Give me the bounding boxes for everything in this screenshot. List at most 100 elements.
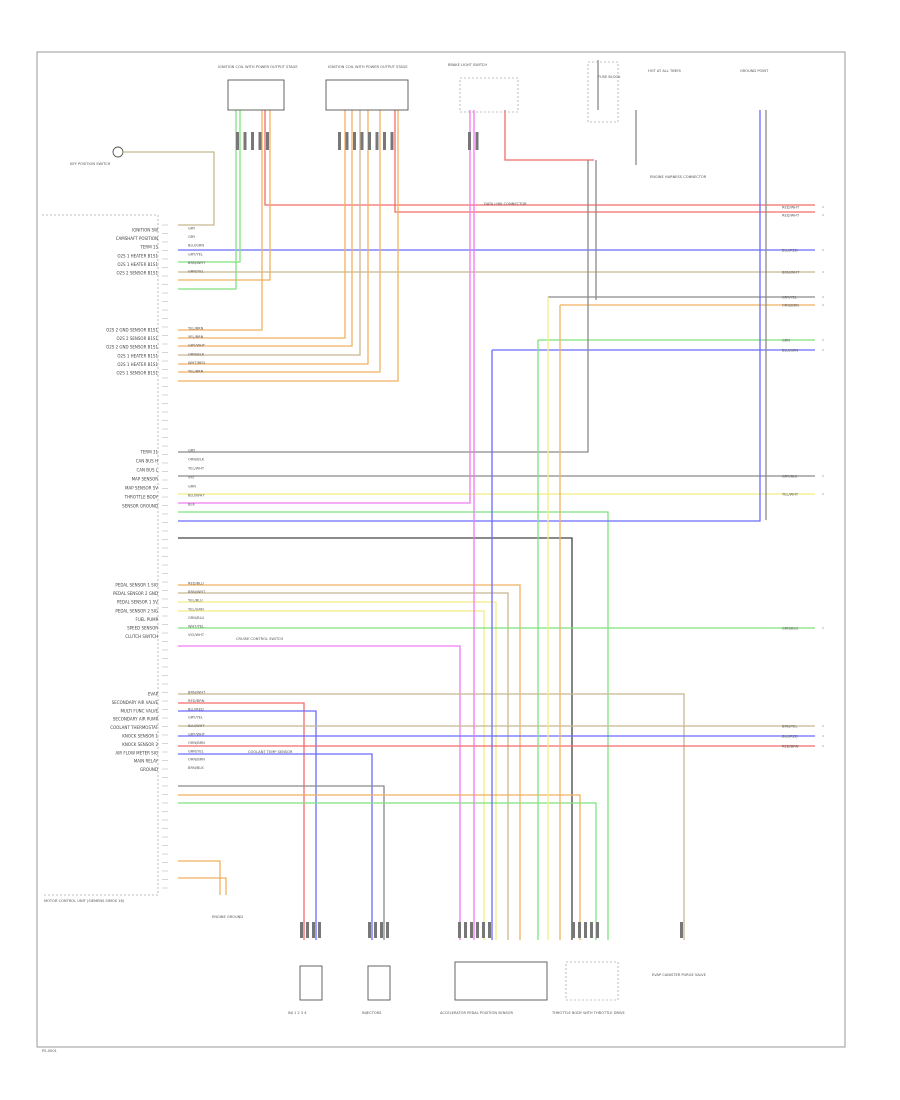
pin-wire-color: VIO [188, 476, 195, 480]
pin-wire-color: YEL/BRN [188, 327, 204, 331]
cruise-note: CRUISE CONTROL SWITCH [236, 637, 283, 641]
diagram-frame [36, 51, 846, 1048]
pin-wire-color: YEL/BRN [188, 335, 204, 339]
pin-wire-color: BRN/BLK [188, 766, 204, 770]
module-boundary [42, 214, 159, 896]
wire-gray [178, 785, 385, 940]
pin-label: O2S 2 GND SENSOR B1S1 [106, 345, 158, 350]
wire-green [178, 511, 609, 940]
pin-wire-color: RED/BRN [188, 699, 205, 703]
pin-wire-color: ORN/BLK [188, 352, 205, 356]
pin-label: KNOCK SENSOR 2 [122, 742, 158, 747]
right-terminal-marker: • [822, 304, 824, 308]
right-terminal-marker: • [822, 493, 824, 497]
injector-a-component: INJ 1 2 3 4 [288, 965, 323, 1015]
wire-black [178, 537, 573, 940]
coil-b-label: IGNITION COIL WITH POWER OUTPUT STAGE [328, 65, 408, 69]
wire-orange [178, 877, 227, 895]
pin-wire-color: ORN/BRN [188, 758, 205, 762]
module-name: MOTOR CONTROL UNIT (SIEMENS SIMOS 18) [44, 899, 125, 903]
pin-wire-color: RED/BLU [188, 582, 204, 586]
wire-orange [178, 110, 381, 373]
pin-label: PEDAL SENSOR 1 SIG [115, 583, 158, 588]
wire-tan [178, 110, 361, 356]
pin-label: O2S 1 HEATER B1S1 [117, 262, 158, 267]
connector-pin [338, 132, 341, 150]
connector-pin [386, 922, 389, 938]
wire-orange [178, 860, 221, 895]
connector-pin [488, 922, 491, 938]
data-link-label: DATA LINK CONNECTOR [484, 202, 527, 206]
pin-label: MAP SENSOR 5V [125, 486, 158, 491]
pin-label: O2S 1 HEATER B1S1 [117, 353, 158, 358]
pin-label: O2S 1 HEATER B1S1 [117, 253, 158, 258]
connector-pin [475, 132, 479, 150]
pedal-sensor-component: ACCELERATOR PEDAL POSITION SENSOR [440, 961, 548, 1015]
fuse-label: FUSE BLOCK [598, 75, 621, 79]
pin-wire-color: GRY [188, 227, 196, 231]
connector-pin [590, 922, 593, 938]
pin-label: SECONDARY AIR VALVE [112, 700, 159, 705]
pin-label: O2S 2 GND SENSOR B1S1 [106, 328, 158, 333]
right-terminal-marker: • [822, 214, 824, 218]
pin-wire-color: GRN/BLU [188, 616, 204, 620]
engine-ground-label: ENGINE GROUND [212, 915, 243, 919]
connector-pin [318, 922, 321, 938]
brake-switch-component: BRAKE LIGHT SWITCH [448, 63, 519, 113]
connector-pin [345, 132, 349, 150]
pin-wire-color: BRN/WHT [188, 261, 206, 265]
pin-label: O2S 2 SENSOR B1S1 [117, 336, 159, 341]
right-terminal-marker: • [822, 206, 824, 210]
ground-point-label: GROUND POINT [740, 69, 769, 73]
pin-wire-color: BLU/RED [188, 707, 204, 711]
right-terminal-marker: • [822, 475, 824, 479]
coil-a-component: IGNITION COIL WITH POWER OUTPUT STAGE [218, 65, 298, 111]
pin-wire-color: GRN/YEL [188, 749, 204, 753]
wire-red [394, 110, 815, 213]
injector-a-label: INJ 1 2 3 4 [288, 1011, 307, 1015]
pin-label: SECONDARY AIR PUMP [113, 717, 159, 722]
wire-green [178, 110, 241, 263]
pin-wire-color: ORN/BRN [188, 741, 205, 745]
wire-yellow [178, 610, 485, 940]
footer-code: PS-0001 [42, 1049, 57, 1053]
pin-wire-color: GRY [188, 235, 196, 239]
right-terminal-marker: • [822, 725, 824, 729]
pin-label: AIR FLOW METER SIG [115, 750, 158, 755]
connector-pin [476, 922, 479, 938]
pin-label: MULTI FUNC VALVE [120, 708, 158, 713]
connector-pin [572, 922, 575, 938]
right-terminal-marker: • [822, 745, 824, 749]
wire-red [178, 702, 305, 940]
pin-wire-color: BLK [188, 503, 195, 507]
pin-label: MAP SENSOR [132, 477, 159, 482]
pin-label: PEDAL SENSOR 1 5V [117, 600, 158, 605]
pin-label: CLUTCH SWITCH [125, 634, 158, 639]
connector-pin [578, 922, 581, 938]
pin-label: PEDAL SENSOR 2 GND [113, 591, 158, 596]
pin-label: O2S 2 SENSOR B1S1 [117, 271, 159, 276]
pin-wire-color: ORN/BLK [188, 458, 205, 462]
connector-pin [468, 132, 471, 150]
pin-wire-color: GRY/YEL [188, 252, 203, 256]
wire-red [504, 110, 594, 161]
connector-pin [306, 922, 309, 938]
right-wire-label: BLU/GRN [782, 349, 798, 353]
pin-label: CAN BUS L [136, 468, 158, 473]
pin-label: KNOCK SENSOR 1 [122, 734, 158, 739]
wire-yellow [178, 601, 497, 940]
wire-magenta [178, 110, 471, 504]
right-wire-label: RED/BRN [782, 745, 799, 749]
wire-layer [124, 60, 815, 940]
coolant-note: COOLANT TEMP SENSOR [248, 750, 293, 754]
pin-wire-color: YEL/WHT [188, 467, 205, 471]
right-wire-label: GRY/BLU [782, 475, 798, 479]
connector-pin [375, 132, 379, 150]
pin-label: O2S 1 SENSOR B1S1 [117, 371, 159, 376]
wire-green [178, 802, 597, 940]
connector-pin [458, 922, 461, 938]
connector-pin [243, 132, 247, 150]
wire-magenta [178, 645, 461, 940]
ignition-switch-label: KEY POSITION SWITCH [70, 162, 111, 166]
